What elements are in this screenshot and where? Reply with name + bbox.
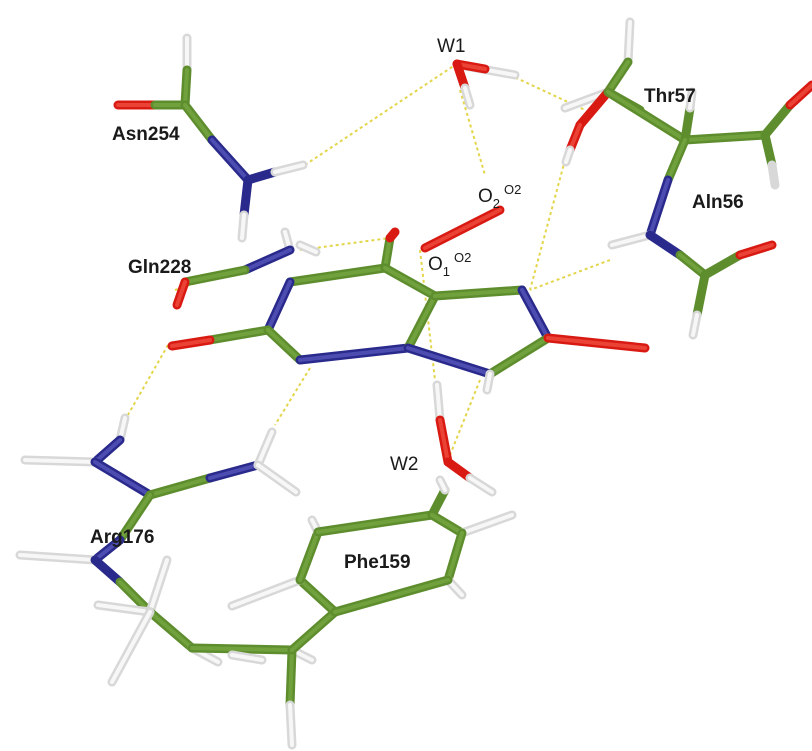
label-w1: W1	[437, 36, 466, 57]
residue-labels: W1 Thr57 Asn254 Aln56 Gln228 Arg176 Phe1…	[90, 36, 744, 573]
asn254-residue	[113, 33, 308, 243]
gln228-residue	[172, 227, 321, 310]
label-phe159: Phe159	[344, 552, 411, 573]
water-w1	[452, 59, 520, 110]
label-thr57: Thr57	[644, 86, 696, 107]
hbond-asn254-w1	[304, 64, 456, 166]
label-w2: W2	[390, 454, 419, 475]
dioxygen-molecule	[420, 205, 505, 253]
label-asn254: Asn254	[112, 124, 180, 145]
hbond-arg-o	[124, 344, 169, 421]
label-arg176: Arg176	[90, 527, 154, 548]
label-o1: O1O2	[428, 250, 471, 279]
label-aln56: Aln56	[692, 192, 744, 213]
hbond-arg-n	[274, 367, 311, 426]
label-gln228: Gln228	[128, 257, 191, 278]
phe159-residue	[227, 475, 517, 655]
hbond-thr57-n	[529, 159, 566, 291]
hbond-nh-w2	[449, 379, 481, 456]
urate-ring	[167, 227, 650, 395]
thr57-aln56-residues	[560, 17, 812, 340]
label-o2: O2O2	[478, 182, 521, 211]
hbond-w1-o2	[459, 89, 486, 176]
water-w2	[432, 380, 497, 497]
arg176-residue	[15, 413, 317, 750]
hbond-aln56-n	[529, 259, 611, 291]
